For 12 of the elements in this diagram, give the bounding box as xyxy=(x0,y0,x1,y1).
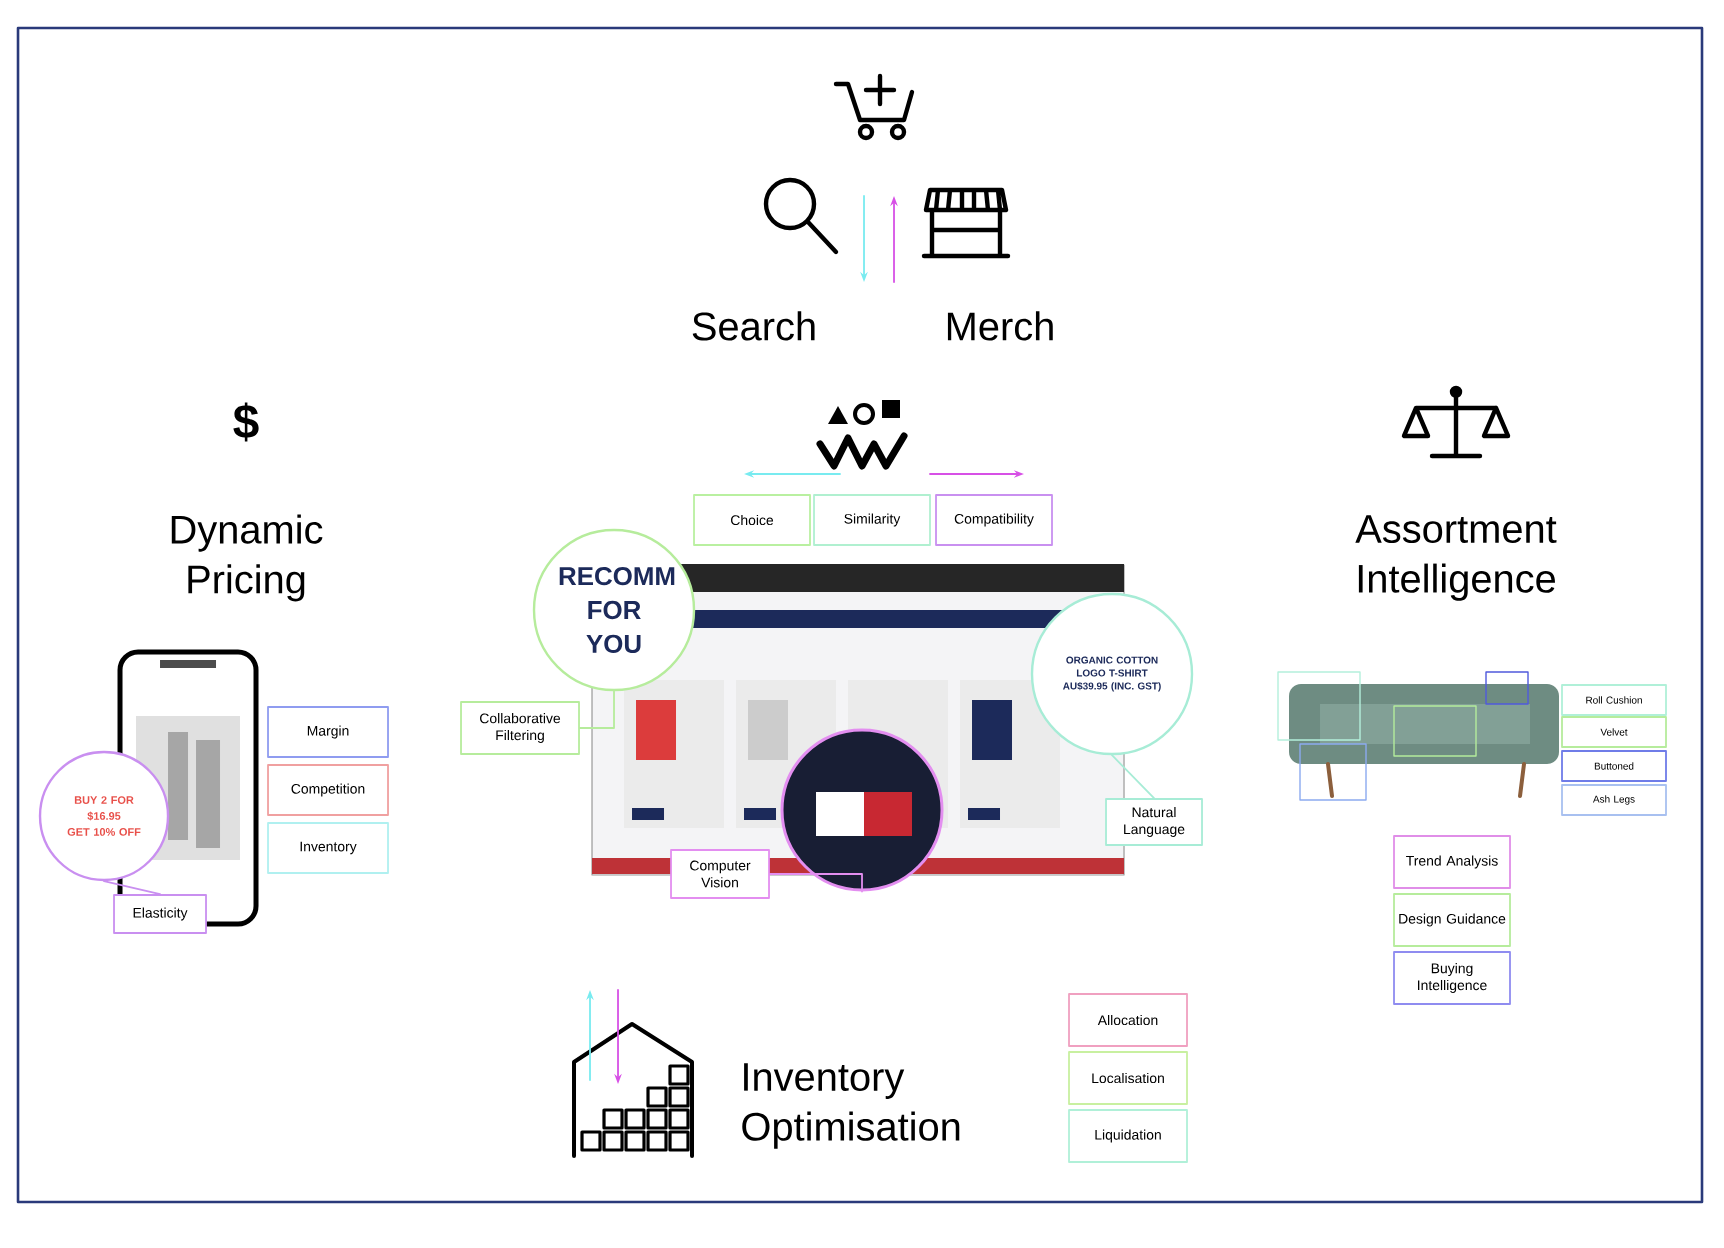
heading: Merch xyxy=(947,311,1053,341)
leader-line xyxy=(769,873,863,893)
sofa-picture xyxy=(1277,671,1559,801)
heading: Assortment Intelligence xyxy=(1355,515,1557,601)
leader-line xyxy=(1111,754,1155,799)
heading: Dynamic Pricing xyxy=(171,514,323,602)
heading: Inventory Optimisation xyxy=(742,1063,960,1149)
leader-line xyxy=(103,880,161,895)
heading: Search xyxy=(692,311,815,341)
dollar-sign: $ xyxy=(233,402,259,442)
zoom-circle xyxy=(780,728,944,892)
leader-line xyxy=(579,690,615,729)
